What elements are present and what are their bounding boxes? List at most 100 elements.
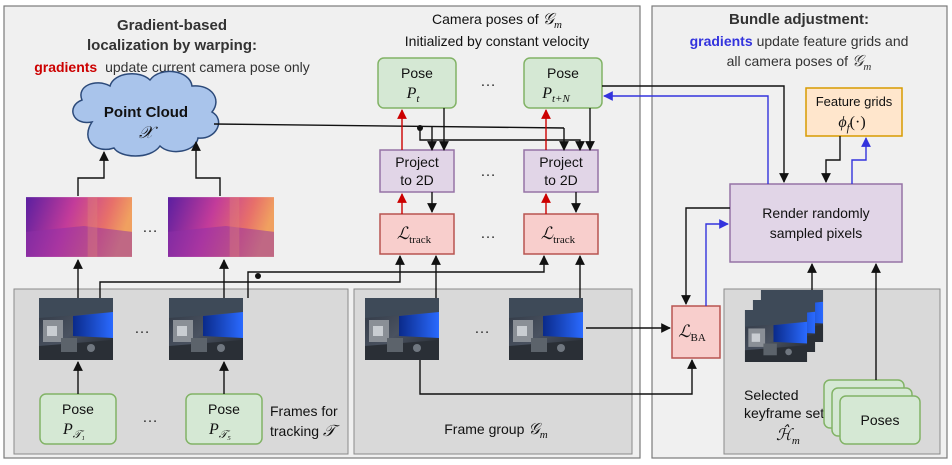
gradient-arrow-blue-pose <box>603 91 769 184</box>
render-line1: Render randomly <box>762 205 869 221</box>
svg-text:Pt: Pt <box>406 85 421 105</box>
pose-box-t1: Pose P𝒯₁ <box>39 393 117 445</box>
svg-text:P𝒯₅: P𝒯₅ <box>208 421 231 441</box>
render-line2: sampled pixels <box>770 225 863 241</box>
frames-note-line1: Frames for <box>270 403 338 419</box>
frame-group-label: Frame group <box>444 421 524 437</box>
svg-text:ℒBA: ℒBA <box>678 322 706 344</box>
svg-text:ℒtrack: ℒtrack <box>541 224 576 246</box>
loss-track-box-1: ℒtrack <box>379 213 455 255</box>
tracking-frame-1 <box>39 298 113 360</box>
frames-ellipsis: … <box>134 320 150 337</box>
pose-box-t: Pose Pt <box>377 57 457 109</box>
pose-tn-label: Pose <box>547 65 579 81</box>
gradient-arrow-blue-ba <box>705 219 729 306</box>
poses-stack: Poses <box>823 379 921 445</box>
feature-arg: (·) <box>850 114 866 131</box>
arrow-render-to-ba <box>681 207 730 305</box>
project-box-2: Project to 2D <box>523 149 599 193</box>
tracking-frame-5 <box>169 298 243 360</box>
ba-sub-line2: all camera poses of <box>727 53 849 69</box>
svg-text:ϕf(·): ϕf(·) <box>838 114 865 134</box>
group-frames-ellipsis: … <box>474 320 490 337</box>
keyframe-line2: keyframe set <box>744 405 824 421</box>
loss-ba-symbol: ℒ <box>678 322 691 341</box>
pose-t-sub: t <box>416 93 420 105</box>
left-title-line1: Gradient-based <box>117 17 227 34</box>
pose-tn-sub: t+N <box>552 93 570 105</box>
ba-sub-rest: update feature grids and <box>757 33 909 49</box>
pose-t5-sub: 𝒯₅ <box>219 429 231 441</box>
arrow-depth5-cloud <box>191 141 221 196</box>
pose-t5-symbol: P <box>208 421 219 438</box>
project2-line1: Project <box>539 154 583 170</box>
gradient-arrow-blue-feature <box>851 137 871 184</box>
depth-map-5 <box>168 197 274 257</box>
frame-group-symbol: 𝒢 <box>528 421 542 438</box>
middle-title-symbol: 𝒢 <box>543 11 557 28</box>
pose-t1-symbol: P <box>62 421 73 438</box>
depth-ellipsis: … <box>142 219 158 236</box>
keyframe-stack <box>744 290 824 362</box>
arrow-group-bottom-to-ba <box>419 359 697 395</box>
ba-title: Bundle adjustment: <box>729 11 869 28</box>
ba-sub-sub: m <box>863 61 871 73</box>
loss1-sub: track <box>409 234 431 246</box>
loss2-sub: track <box>553 234 575 246</box>
poses-stack-label: Poses <box>861 412 900 428</box>
point-cloud: Point Cloud 𝒳 <box>72 70 220 157</box>
left-gradients-word: gradients <box>34 59 97 75</box>
ba-sub-symbol: 𝒢 <box>852 53 866 70</box>
arrow-pose-to-render <box>602 85 789 183</box>
pose-t1-label: Pose <box>62 401 94 417</box>
svg-text:P𝒯₁: P𝒯₁ <box>62 421 85 441</box>
svg-text:ℒtrack: ℒtrack <box>397 224 432 246</box>
frames-note-line2: tracking <box>270 423 319 439</box>
project1-line2: to 2D <box>400 172 433 188</box>
project2-line2: to 2D <box>544 172 577 188</box>
feature-label: Feature grids <box>816 94 893 109</box>
keyframe-line1: Selected <box>744 387 798 403</box>
poses-ellipsis-left: … <box>142 409 158 426</box>
left-title-line2: localization by warping: <box>87 37 257 54</box>
ba-gradients-word: gradients <box>690 33 753 49</box>
loss-track-box-2: ℒtrack <box>523 213 599 255</box>
project-ellipsis: … <box>480 163 496 180</box>
loss-ba-sub: BA <box>690 332 705 344</box>
feature-sub: f <box>847 122 852 134</box>
keyframe-symbol: ℋ̂ <box>776 424 794 444</box>
loss-ba-box: ℒBA <box>671 305 721 359</box>
cloud-label: Point Cloud <box>104 104 188 121</box>
feature-grids-box: Feature grids ϕf(·) <box>805 87 903 137</box>
pose-t-symbol: P <box>406 85 417 102</box>
loss-ellipsis: … <box>480 225 496 242</box>
line-cloud-to-project2b <box>419 128 585 151</box>
line-cloud-right <box>213 123 565 129</box>
pose-t1-sub: 𝒯₁ <box>73 429 85 441</box>
arrow-depth1-cloud <box>77 151 109 196</box>
pose-t5-label: Pose <box>208 401 240 417</box>
render-box: Render randomly sampled pixels <box>729 183 903 263</box>
loss2-symbol: ℒ <box>541 224 554 243</box>
loss1-symbol: ℒ <box>397 224 410 243</box>
left-subtitle-rest: update current camera pose only <box>105 59 310 75</box>
project1-line1: Project <box>395 154 439 170</box>
middle-title-line1: Camera poses of <box>432 11 539 27</box>
pose-tn-symbol: P <box>541 85 552 102</box>
group-frame-1 <box>365 298 439 360</box>
svg-text:Pt+N: Pt+N <box>541 85 570 105</box>
frame-group-sub: m <box>540 429 548 441</box>
project-box-1: Project to 2D <box>379 149 455 193</box>
line-frames-to-loss-2 <box>247 255 549 298</box>
arrow-feature-render <box>821 136 841 183</box>
poses-ellipsis-middle: … <box>480 73 496 90</box>
feature-symbol: ϕ <box>838 114 846 131</box>
pose-box-t-plus-n: Pose Pt+N <box>523 57 603 109</box>
middle-title-line2: Initialized by constant velocity <box>405 33 589 49</box>
